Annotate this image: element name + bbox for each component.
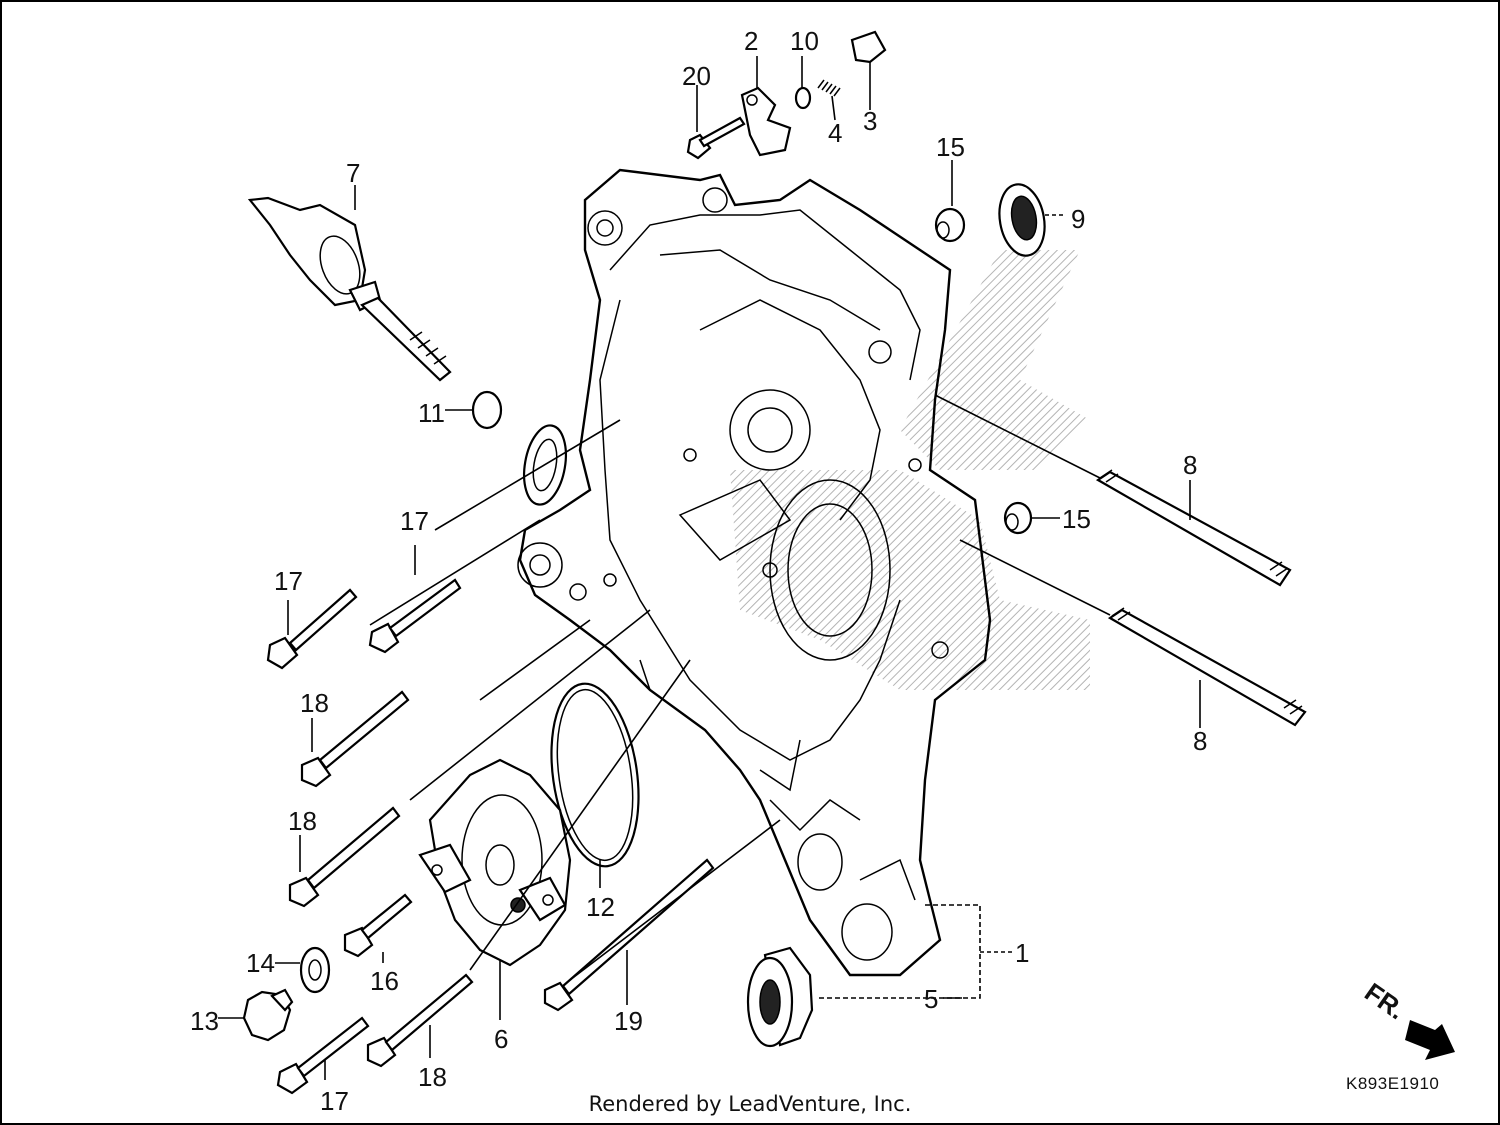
part-8-stud-upper <box>1095 469 1292 587</box>
label-part-3: 3 <box>863 106 877 136</box>
label-part-14: 14 <box>246 948 275 978</box>
part-4-spring <box>817 79 841 97</box>
label-part-10: 10 <box>790 26 819 56</box>
part-18-bolt-a <box>300 690 410 788</box>
part-20-bolt <box>686 116 746 160</box>
part-16-bolt <box>343 893 413 958</box>
part-18-bolt-b <box>288 806 401 908</box>
label-part-15-right: 15 <box>1062 504 1091 534</box>
label-part-17-upper: 17 <box>400 506 429 536</box>
diagram-code: K893E1910 <box>1346 1074 1440 1093</box>
label-part-12: 12 <box>586 892 615 922</box>
front-direction-label: FR. <box>1359 977 1411 1026</box>
part-14-washer <box>299 946 331 994</box>
label-part-4: 4 <box>828 118 842 148</box>
watermark-hatch <box>730 250 1090 690</box>
label-part-8-upper: 8 <box>1183 450 1197 480</box>
part-17-bolt-b <box>368 578 462 654</box>
part-19-bolt <box>543 858 715 1012</box>
label-part-11: 11 <box>418 398 445 428</box>
part-number-labels: 1 2 3 4 5 6 7 8 8 9 10 11 12 13 14 15 15… <box>190 26 1411 1116</box>
part-10-washer <box>794 86 812 110</box>
footer-credit: Rendered by LeadVenture, Inc. <box>588 1092 912 1116</box>
part-6-cover <box>418 758 572 967</box>
part-18-bolt-c <box>366 973 474 1068</box>
label-part-17-bottom: 17 <box>320 1086 349 1116</box>
part-13-drain-plug <box>242 988 294 1042</box>
leader-lines <box>218 56 1201 1080</box>
label-part-7: 7 <box>346 158 360 188</box>
label-part-9: 9 <box>1071 204 1085 234</box>
part-5-bearing <box>746 946 814 1048</box>
part-17-bolt-c <box>276 1016 370 1095</box>
label-part-6: 6 <box>494 1024 508 1054</box>
label-part-18-upper: 18 <box>300 688 329 718</box>
label-part-18-bottom: 18 <box>418 1062 447 1092</box>
label-part-8-lower: 8 <box>1193 726 1207 756</box>
part-12-o-ring <box>550 682 640 868</box>
label-part-1: 1 <box>1015 938 1029 968</box>
label-part-2: 2 <box>744 26 758 56</box>
part-7-sensor <box>247 196 452 382</box>
label-part-16: 16 <box>370 966 399 996</box>
part-11-o-ring <box>471 390 503 430</box>
part-9-oil-seal <box>998 183 1046 257</box>
part-17-bolt-a <box>266 588 358 670</box>
label-part-13: 13 <box>190 1006 219 1036</box>
part-15-dowel-right <box>1003 501 1033 535</box>
label-part-15-top: 15 <box>936 132 965 162</box>
label-part-5: 5 <box>924 984 938 1014</box>
part-3-cap <box>850 30 887 64</box>
label-part-18-middle: 18 <box>288 806 317 836</box>
front-direction-arrow <box>1405 1020 1455 1060</box>
part-8-stud-lower <box>1107 607 1307 727</box>
part-15-dowel-top <box>934 207 966 243</box>
part-2-bracket <box>740 86 792 157</box>
label-part-17-left: 17 <box>274 566 303 596</box>
label-part-20: 20 <box>682 61 711 91</box>
label-part-19: 19 <box>614 1006 643 1036</box>
